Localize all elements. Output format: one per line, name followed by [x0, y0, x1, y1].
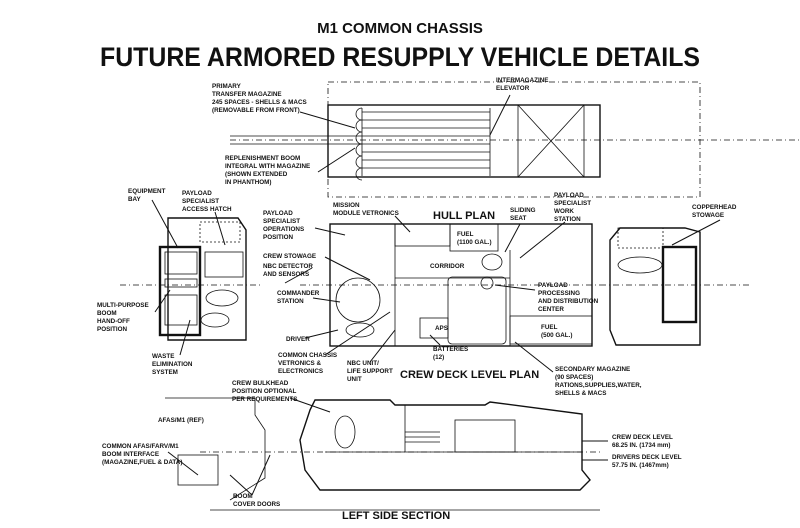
label-aps: APS — [435, 325, 448, 332]
rear-module-drawing — [600, 227, 750, 346]
label-corridor: CORRIDOR — [430, 263, 465, 270]
label-crew-stowage: CREW STOWAGE — [263, 253, 316, 260]
leader-lines — [151, 94, 721, 496]
page-title: FUTURE ARMORED RESUPPLY VEHICLE DETAILS — [100, 42, 700, 72]
label-driver: DRIVER — [286, 336, 310, 343]
hull-plan-drawing — [300, 223, 600, 347]
front-module-drawing — [120, 217, 260, 341]
label-fuel-1100: FUEL(1100 GAL.) — [457, 231, 492, 246]
hull-plan-heading: HULL PLAN — [433, 210, 495, 222]
side-section-drawing — [165, 397, 600, 511]
crew-deck-heading: CREW DECK LEVEL PLAN — [400, 369, 539, 381]
left-side-heading: LEFT SIDE SECTION — [342, 510, 450, 522]
label-secondary-magazine: SECONDARY MAGAZINE(90 SPACES)RATIONS,SUP… — [555, 366, 642, 397]
label-afas-ref: AFAS/M1 (REF) — [158, 417, 204, 424]
transfer-magazine-drawing — [230, 81, 800, 198]
label-batteries: BATTERIES(12) — [433, 346, 468, 361]
title-line1: M1 COMMON CHASSIS — [317, 20, 483, 37]
label-fuel-500: FUEL(500 GAL.) — [541, 324, 573, 339]
